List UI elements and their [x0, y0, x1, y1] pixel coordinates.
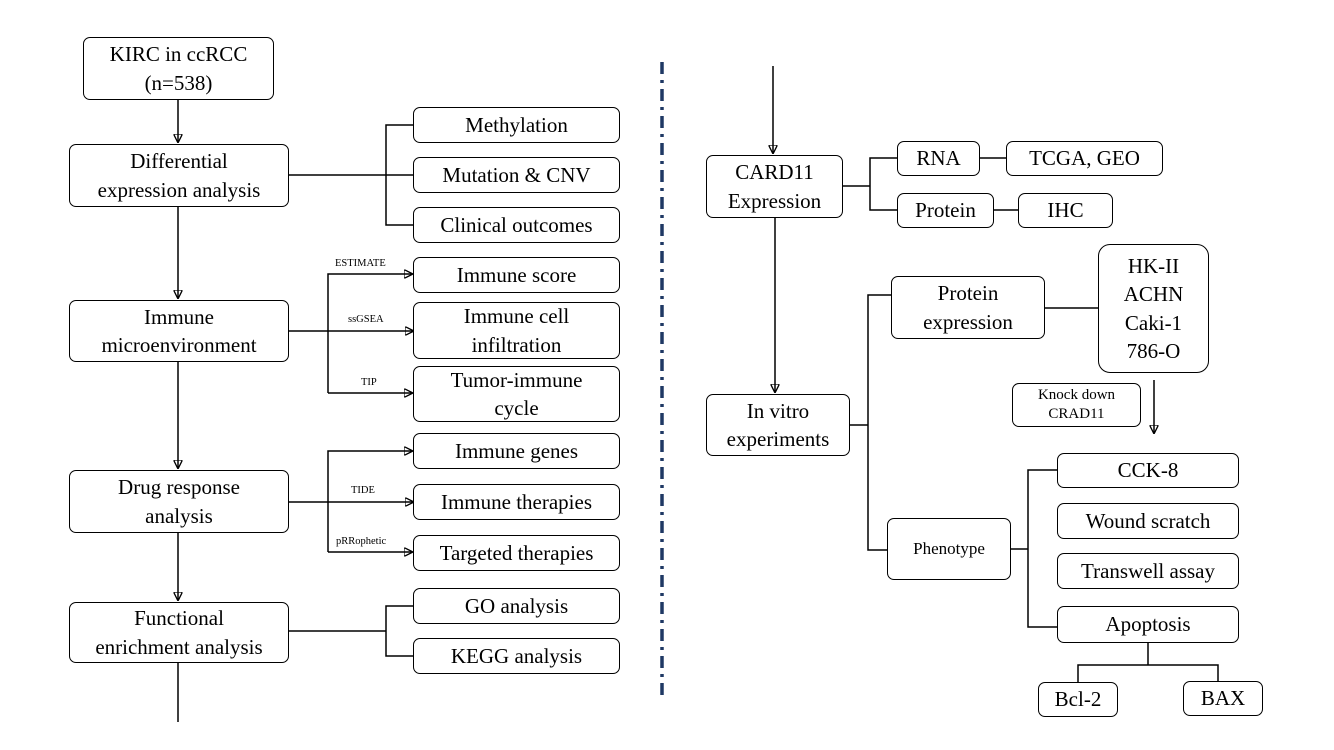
ihc-box: IHC — [1018, 193, 1113, 228]
methylation-box: Methylation — [413, 107, 620, 143]
go-analysis-box: GO analysis — [413, 588, 620, 624]
estimate-label: ESTIMATE — [335, 258, 386, 269]
immune-genes-box: Immune genes — [413, 433, 620, 469]
mutation-cnv-box: Mutation & CNV — [413, 157, 620, 193]
in-vitro-experiments-box: In vitro experiments — [706, 394, 850, 456]
protein-box: Protein — [897, 193, 994, 228]
immune-microenvironment-box: Immune microenvironment — [69, 300, 289, 362]
immune-score-box: Immune score — [413, 257, 620, 293]
functional-enrichment-box: Functional enrichment analysis — [69, 602, 289, 663]
immune-therapies-box: Immune therapies — [413, 484, 620, 520]
drug-response-box: Drug response analysis — [69, 470, 289, 533]
transwell-assay-box: Transwell assay — [1057, 553, 1239, 589]
card11-expression-box: CARD11 Expression — [706, 155, 843, 218]
rna-box: RNA — [897, 141, 980, 176]
prrophetic-label: pRRophetic — [336, 536, 387, 547]
tumor-immune-cycle-box: Tumor-immune cycle — [413, 366, 620, 422]
tide-label: TIDE — [351, 485, 375, 496]
immune-cell-infiltration-box: Immune cell infiltration — [413, 302, 620, 359]
clinical-outcomes-box: Clinical outcomes — [413, 207, 620, 243]
differential-expression-box: Differential expression analysis — [69, 144, 289, 207]
kirc-box: KIRC in ccRCC (n=538) — [83, 37, 274, 100]
bax-box: BAX — [1183, 681, 1263, 716]
tip-label: TIP — [361, 377, 377, 388]
phenotype-box: Phenotype — [887, 518, 1011, 580]
knockdown-box: Knock down CRAD11 — [1012, 383, 1141, 427]
tcga-geo-box: TCGA, GEO — [1006, 141, 1163, 176]
apoptosis-box: Apoptosis — [1057, 606, 1239, 643]
cell-lines-box: HK-II ACHN Caki-1 786-O — [1098, 244, 1209, 373]
targeted-therapies-box: Targeted therapies — [413, 535, 620, 571]
protein-expression-box: Protein expression — [891, 276, 1045, 339]
bcl2-box: Bcl-2 — [1038, 682, 1118, 717]
ssgsea-label: ssGSEA — [348, 314, 384, 325]
kegg-analysis-box: KEGG analysis — [413, 638, 620, 674]
wound-scratch-box: Wound scratch — [1057, 503, 1239, 539]
cck8-box: CCK-8 — [1057, 453, 1239, 488]
